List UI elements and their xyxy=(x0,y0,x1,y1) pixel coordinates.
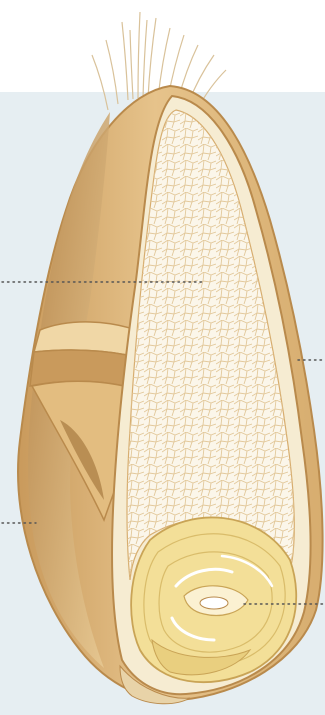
plumule xyxy=(200,597,228,609)
germ xyxy=(131,517,296,682)
